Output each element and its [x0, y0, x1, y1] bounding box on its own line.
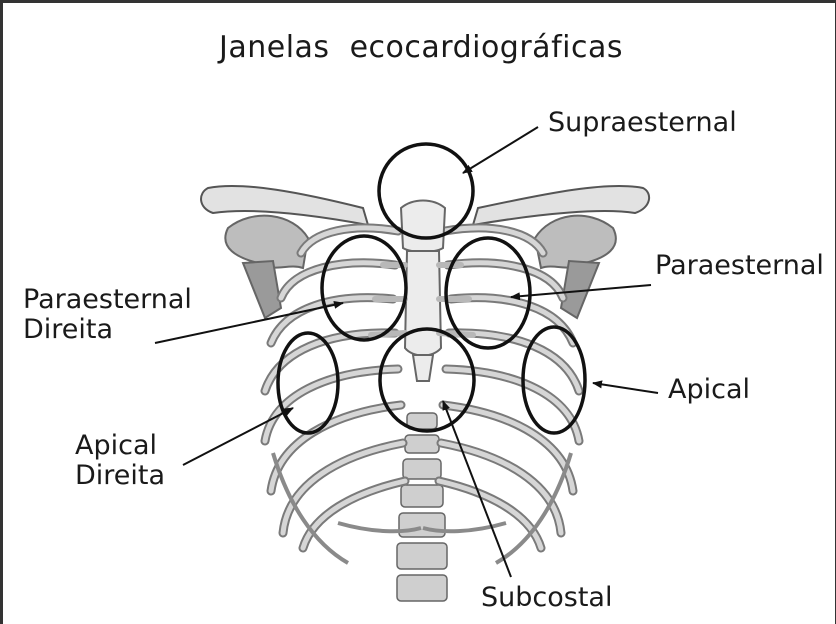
- label-supraesternal: Supraesternal: [548, 108, 737, 138]
- label-apical-direita-line2: Direita: [75, 461, 165, 491]
- diagram-title: Janelas ecocardiográficas: [3, 31, 836, 65]
- circle-paraesternal-direita: [322, 236, 406, 340]
- label-apical-direita: Apical Direita: [75, 431, 165, 491]
- pointer-apical-direita: [183, 408, 293, 465]
- ribs-right-inner: [439, 228, 579, 548]
- label-apical: Apical: [668, 375, 750, 405]
- pointer-supraesternal: [463, 127, 538, 173]
- label-apical-direita-line1: Apical: [75, 431, 165, 461]
- ribs-left: [265, 228, 405, 548]
- label-subcostal: Subcostal: [481, 583, 612, 613]
- label-paraesternal: Paraesternal: [655, 251, 824, 281]
- ribs-right: [439, 228, 579, 548]
- label-paraesternal-direita: Paraesternal Direita: [23, 285, 192, 345]
- label-paraesternal-direita-line1: Paraesternal: [23, 285, 192, 315]
- pointer-apical: [593, 383, 658, 393]
- label-paraesternal-direita-line2: Direita: [23, 315, 192, 345]
- ribs-left-inner: [265, 228, 405, 548]
